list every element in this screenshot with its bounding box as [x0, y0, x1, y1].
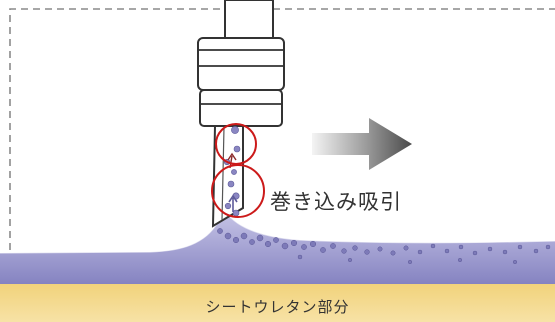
urethane-sheet	[0, 283, 555, 322]
circle-highlight-icon	[215, 123, 257, 165]
nozzle-lower-collar	[199, 89, 283, 127]
surface-particles	[217, 228, 551, 265]
coating-surface-line	[0, 211, 555, 254]
urethane-sheet-label: シートウレタン部分	[205, 298, 350, 316]
suction-flow-arrow	[228, 194, 238, 212]
tube-inner-line	[221, 126, 225, 221]
circle-highlight-icon	[211, 164, 265, 218]
nozzle-shaft	[224, 0, 274, 39]
nozzle-collar	[197, 37, 285, 91]
coating-layer	[0, 212, 555, 284]
suction-label: 巻き込み吸引	[270, 190, 402, 214]
dashed-frame	[9, 8, 555, 322]
right-arrow-icon	[312, 118, 412, 170]
